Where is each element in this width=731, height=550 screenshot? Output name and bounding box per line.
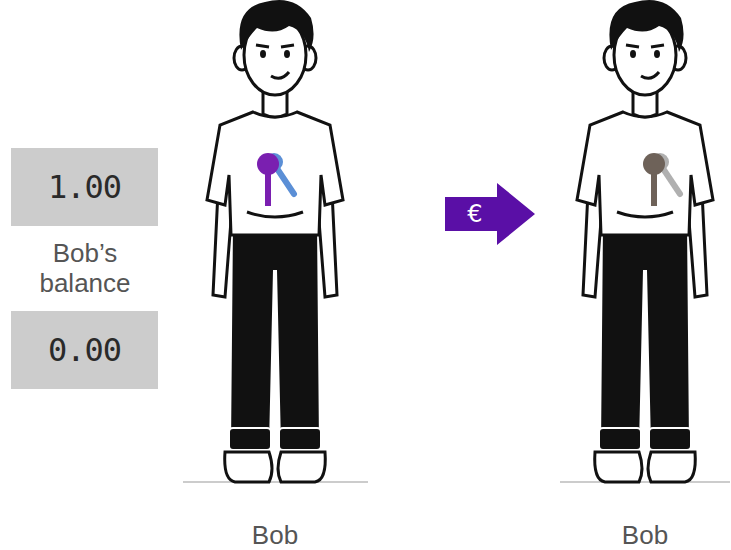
balance-display: 0.00 [11,311,158,389]
floor-line [560,482,730,483]
floor-line [183,482,368,483]
balance-amount: 1.00 [48,168,121,206]
key-pair [643,153,680,206]
currency-symbol: € [467,200,482,228]
euro-arrow: € [445,183,535,245]
balance-caption: Bob’s balance [10,238,160,298]
bob-figure [577,0,713,482]
balance-display: 1.00 [11,148,158,226]
arrow-body [445,183,535,245]
bob-figure [207,0,343,482]
person-name: Bob [585,520,705,550]
person-name: Bob [215,520,335,550]
arrow-shape [445,183,535,245]
key-pair [257,153,294,206]
balance-amount: 0.00 [48,331,121,369]
